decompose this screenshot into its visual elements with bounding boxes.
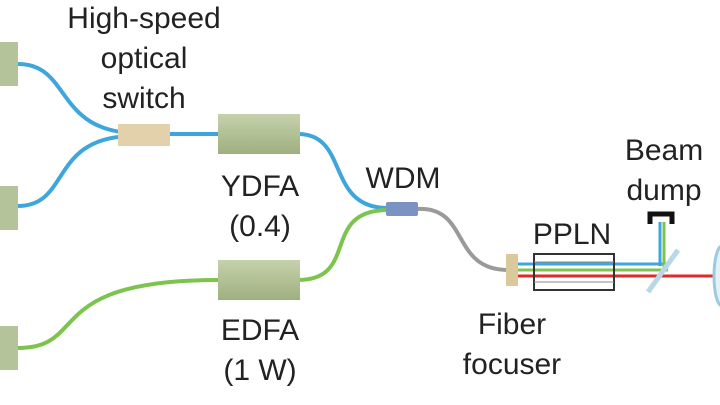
label-switch-line3: switch [102,82,185,115]
edfa-box [218,260,300,300]
label-fiber-focuser-line1: Fiber [478,308,546,341]
laser-source-middle [0,186,18,230]
label-wdm: WDM [366,162,441,195]
ydfa-box [218,114,300,154]
wdm-box [386,202,418,216]
label-edfa-power: (1 W) [223,354,296,387]
label-beam-dump-line1: Beam [625,134,703,167]
fiber-gray-wdm-to-focuser [415,206,509,272]
fiber-focuser-box [506,254,518,286]
label-ppln: PPLN [533,218,611,251]
label-ydfa-power: (0.4) [229,210,291,243]
label-switch-line1: High-speed [67,2,220,35]
fiber-green-source-to-edfa [17,278,219,350]
label-edfa: EDFA [221,314,299,347]
label-fiber-focuser-line2: focuser [463,348,561,381]
beam-dump-icon [647,211,675,224]
label-ydfa: YDFA [221,170,299,203]
fiber-green-edfa-to-wdm [297,208,389,282]
fiber-blue-ydfa-to-wdm [297,132,389,210]
dichroic-mirror [645,248,681,294]
lens-icon [712,245,720,307]
laser-source-bottom [0,326,18,370]
fiber-blue-lower-source [17,134,131,208]
ppln-crystal [533,253,615,291]
label-switch-line2: optical [101,42,188,75]
label-beam-dump-line2: dump [626,174,701,207]
laser-source-top [0,42,18,86]
optical-switch-box [118,124,170,146]
fiber-blue-upper-source [17,62,131,135]
